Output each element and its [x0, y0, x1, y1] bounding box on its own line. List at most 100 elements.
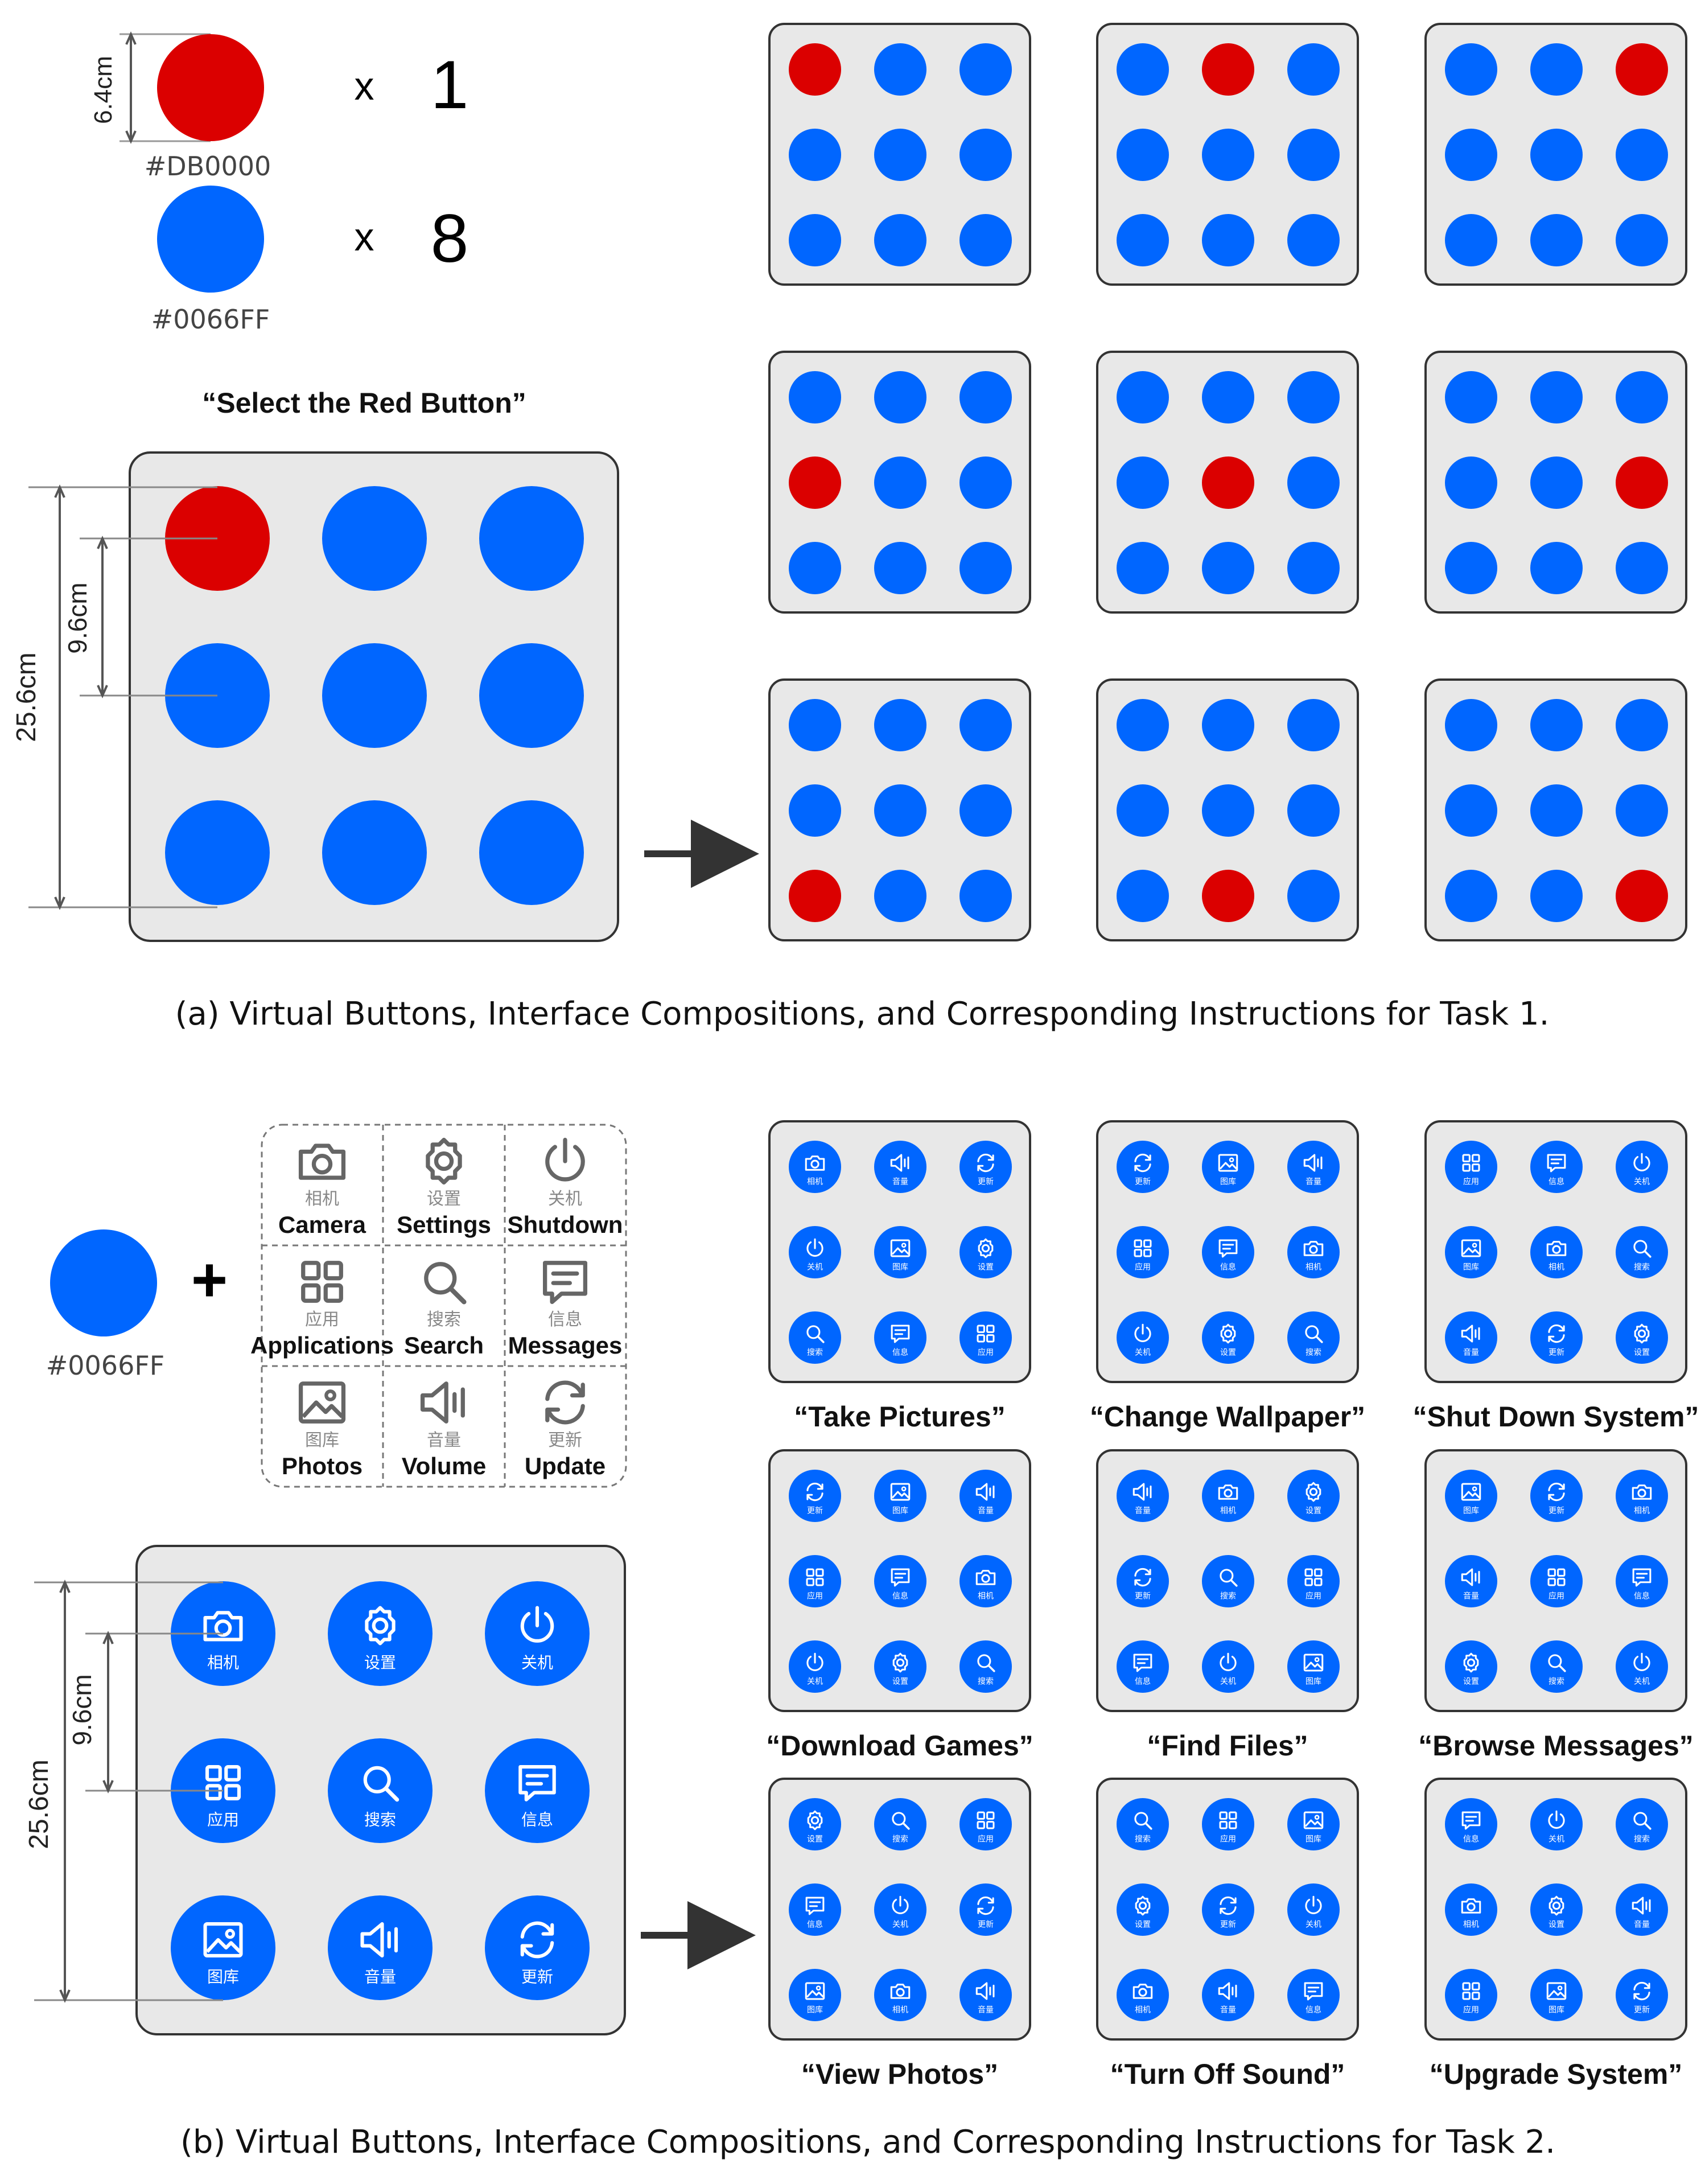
update-button[interactable]: 更新 — [485, 1895, 590, 2000]
volume-button-circle[interactable] — [1117, 1470, 1169, 1522]
photos-button[interactable]: 图库 — [1287, 1798, 1340, 1850]
settings-button[interactable]: 设置 — [1530, 1883, 1583, 1936]
variant-blue-button[interactable] — [1445, 870, 1497, 922]
shutdown-button[interactable]: 关机 — [485, 1581, 590, 1686]
messages-button-circle[interactable] — [789, 1883, 841, 1936]
update-button[interactable]: 更新 — [1117, 1141, 1169, 1193]
shutdown-button-circle[interactable] — [1616, 1141, 1668, 1193]
apps-button-circle[interactable] — [789, 1555, 841, 1607]
photos-button[interactable]: 图库 — [1530, 1969, 1583, 2021]
messages-button-circle[interactable] — [1202, 1226, 1254, 1278]
variant-blue-button[interactable] — [1616, 371, 1668, 423]
shutdown-button-circle[interactable] — [789, 1226, 841, 1278]
volume-button[interactable]: 音量 — [1202, 1969, 1254, 2021]
variant-blue-button[interactable] — [874, 870, 926, 922]
update-button-circle[interactable] — [1530, 1311, 1583, 1364]
messages-button-circle[interactable] — [874, 1311, 926, 1364]
settings-button[interactable]: 设置 — [1287, 1470, 1340, 1522]
variant-blue-button[interactable] — [1202, 699, 1254, 751]
variant-blue-button[interactable] — [874, 542, 926, 594]
apps-button[interactable]: 应用 — [1287, 1555, 1340, 1607]
variant-blue-button[interactable] — [1616, 542, 1668, 594]
variant-blue-button[interactable] — [1616, 699, 1668, 751]
apps-button[interactable]: 应用 — [1445, 1141, 1497, 1193]
volume-button[interactable]: 音量 — [959, 1470, 1012, 1522]
variant-blue-button[interactable] — [1445, 784, 1497, 837]
messages-button-circle[interactable] — [1530, 1141, 1583, 1193]
volume-button[interactable]: 音量 — [1287, 1141, 1340, 1193]
variant-blue-button[interactable] — [1202, 371, 1254, 423]
variant-blue-button[interactable] — [789, 542, 841, 594]
shutdown-button[interactable]: 关机 — [1202, 1640, 1254, 1693]
variant-red-button[interactable] — [789, 870, 841, 922]
variant-blue-button[interactable] — [1287, 699, 1340, 751]
messages-button-circle[interactable] — [1445, 1798, 1497, 1850]
volume-button[interactable]: 音量 — [874, 1141, 926, 1193]
shutdown-button-circle[interactable] — [1287, 1883, 1340, 1936]
large-blue-button[interactable] — [322, 643, 427, 748]
settings-button[interactable]: 设置 — [328, 1581, 433, 1686]
variant-blue-button[interactable] — [1530, 129, 1583, 181]
update-button-circle[interactable] — [1616, 1969, 1668, 2021]
camera-button[interactable]: 相机 — [1117, 1969, 1169, 2021]
variant-blue-button[interactable] — [1287, 371, 1340, 423]
apps-button[interactable]: 应用 — [1530, 1555, 1583, 1607]
messages-button[interactable]: 信息 — [789, 1883, 841, 1936]
variant-blue-button[interactable] — [874, 456, 926, 509]
search-button[interactable]: 搜索 — [1616, 1798, 1668, 1850]
photos-button-circle[interactable] — [171, 1895, 275, 2000]
variant-blue-button[interactable] — [874, 699, 926, 751]
variant-blue-button[interactable] — [1117, 699, 1169, 751]
search-button[interactable]: 搜索 — [1287, 1311, 1340, 1364]
variant-blue-button[interactable] — [874, 784, 926, 837]
photos-button[interactable]: 图库 — [874, 1226, 926, 1278]
apps-button[interactable]: 应用 — [789, 1555, 841, 1607]
messages-button-circle[interactable] — [1287, 1969, 1340, 2021]
variant-blue-button[interactable] — [789, 214, 841, 266]
variant-red-button[interactable] — [1202, 43, 1254, 96]
update-button-circle[interactable] — [1117, 1555, 1169, 1607]
variant-blue-button[interactable] — [959, 870, 1012, 922]
volume-button-circle[interactable] — [959, 1969, 1012, 2021]
settings-button[interactable]: 设置 — [1445, 1640, 1497, 1693]
variant-blue-button[interactable] — [1530, 371, 1583, 423]
variant-blue-button[interactable] — [1117, 456, 1169, 509]
search-button[interactable]: 搜索 — [959, 1640, 1012, 1693]
update-button[interactable]: 更新 — [1117, 1555, 1169, 1607]
shutdown-button[interactable]: 关机 — [789, 1226, 841, 1278]
update-button-circle[interactable] — [959, 1141, 1012, 1193]
volume-button-circle[interactable] — [328, 1895, 433, 2000]
variant-blue-button[interactable] — [1530, 699, 1583, 751]
variant-blue-button[interactable] — [1117, 129, 1169, 181]
apps-button-circle[interactable] — [959, 1798, 1012, 1850]
variant-blue-button[interactable] — [1287, 129, 1340, 181]
variant-blue-button[interactable] — [1287, 43, 1340, 96]
update-button-circle[interactable] — [1530, 1470, 1583, 1522]
settings-button[interactable]: 设置 — [1117, 1883, 1169, 1936]
volume-button[interactable]: 音量 — [1616, 1883, 1668, 1936]
settings-button[interactable]: 设置 — [1616, 1311, 1668, 1364]
variant-blue-button[interactable] — [874, 371, 926, 423]
messages-button[interactable]: 信息 — [485, 1738, 590, 1843]
apps-button-circle[interactable] — [1530, 1555, 1583, 1607]
apps-button[interactable]: 应用 — [1445, 1969, 1497, 2021]
variant-blue-button[interactable] — [959, 542, 1012, 594]
camera-button[interactable]: 相机 — [1202, 1470, 1254, 1522]
large-blue-button[interactable] — [479, 800, 584, 905]
variant-blue-button[interactable] — [1287, 456, 1340, 509]
apps-button[interactable]: 应用 — [959, 1798, 1012, 1850]
variant-blue-button[interactable] — [1117, 371, 1169, 423]
variant-blue-button[interactable] — [1202, 784, 1254, 837]
update-button-circle[interactable] — [959, 1883, 1012, 1936]
variant-blue-button[interactable] — [1117, 784, 1169, 837]
variant-red-button[interactable] — [1616, 870, 1668, 922]
large-blue-button[interactable] — [322, 800, 427, 905]
search-button[interactable]: 搜索 — [789, 1311, 841, 1364]
variant-red-button[interactable] — [789, 43, 841, 96]
camera-button[interactable]: 相机 — [1530, 1226, 1583, 1278]
large-blue-button[interactable] — [165, 800, 270, 905]
photos-button-circle[interactable] — [1445, 1226, 1497, 1278]
camera-button[interactable]: 相机 — [874, 1969, 926, 2021]
camera-button[interactable]: 相机 — [959, 1555, 1012, 1607]
large-blue-button[interactable] — [479, 486, 584, 591]
